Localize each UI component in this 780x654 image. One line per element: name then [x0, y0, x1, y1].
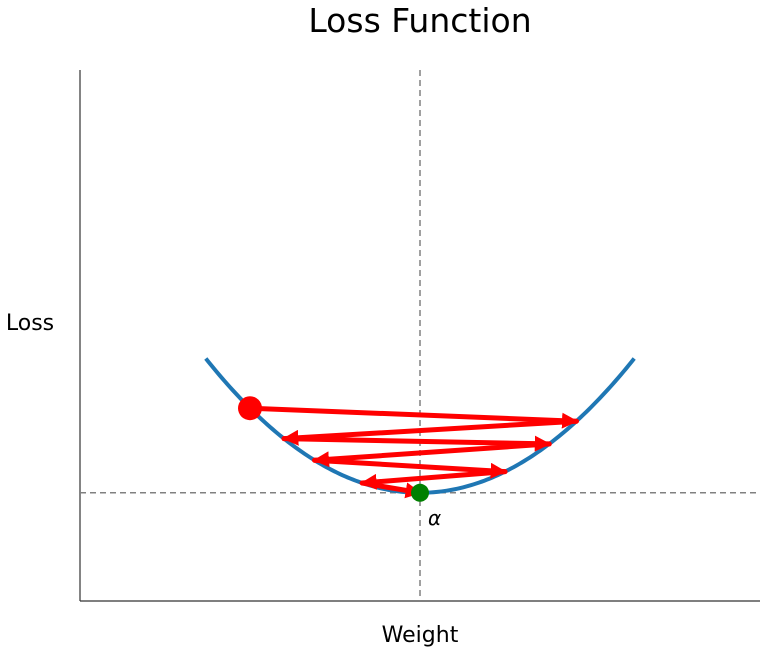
- descent-step-arrow: [281, 418, 579, 446]
- descent-steps: [247, 405, 579, 499]
- descent-step-arrow: [312, 441, 552, 468]
- descent-step-arrow: [312, 457, 508, 479]
- x-axis-label: Weight: [382, 623, 459, 648]
- descent-step-arrow: [247, 405, 579, 429]
- chart-title: Loss Function: [308, 1, 531, 40]
- descent-step-arrow: [359, 480, 423, 499]
- minimum-point-marker: [411, 483, 429, 502]
- descent-step-arrow: [281, 435, 552, 452]
- y-axis-label: Loss: [6, 311, 54, 336]
- minimum-label: α: [428, 506, 441, 530]
- descent-step-arrow: [359, 469, 508, 490]
- start-point-marker: [238, 396, 262, 421]
